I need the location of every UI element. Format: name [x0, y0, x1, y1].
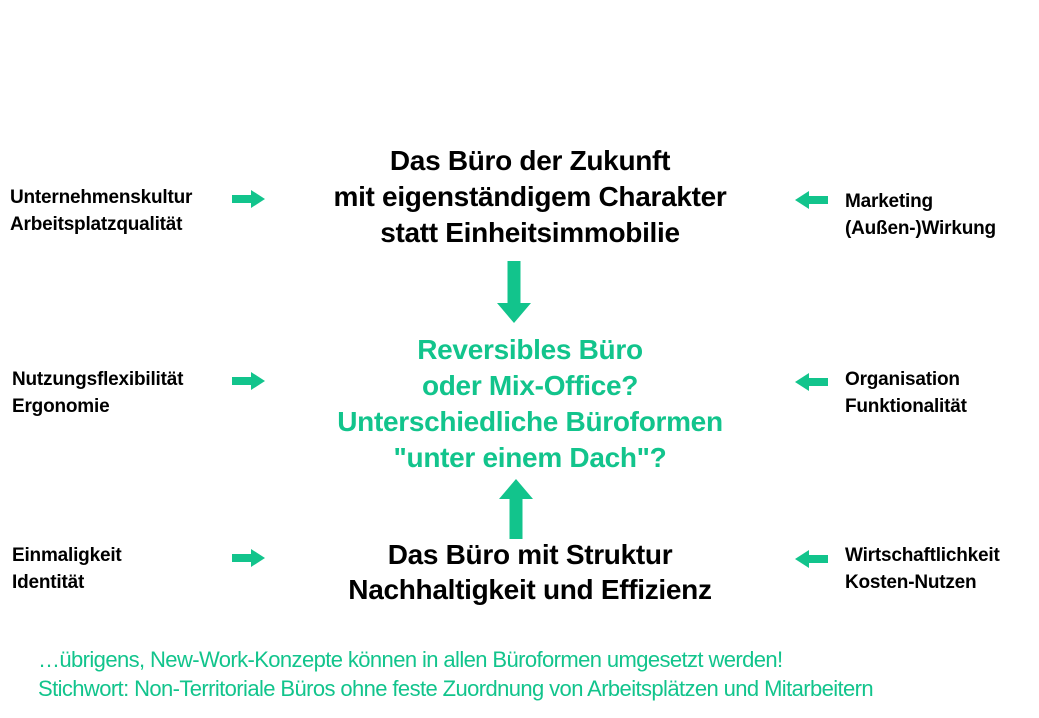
arrow-right-icon — [232, 190, 265, 208]
top-right-factors-label: Marketing (Außen-)Wirkung — [845, 191, 996, 239]
middle-left-factors-label: Nutzungsflexibilität Ergonomie — [12, 369, 184, 417]
footer-note-line: …übrigens, New-Work-Konzepte können in a… — [38, 647, 783, 672]
top-title: Das Büro der Zukunft mit eigenständigem … — [250, 143, 810, 251]
top-title-line: Das Büro der Zukunft — [389, 145, 671, 176]
top-title-line: statt Einheitsimmobilie — [380, 217, 680, 248]
top-left-factors-label: Unternehmenskultur Arbeitsplatzqualität — [10, 187, 193, 235]
footer-note: …übrigens, New-Work-Konzepte können in a… — [38, 645, 874, 703]
arrow-up-icon — [499, 479, 533, 539]
bottom-title-line: Das Büro mit Struktur — [387, 539, 673, 570]
center-title-line: oder Mix-Office? — [421, 370, 639, 401]
arrow-right-icon — [232, 549, 265, 567]
arrow-left-icon — [795, 373, 828, 391]
center-title-line: Reversibles Büro — [417, 334, 643, 365]
middle-right-factors-label: Organisation Funktionalität — [845, 369, 967, 417]
top-title-line: mit eigenständigem Charakter — [333, 181, 727, 212]
center-title-line: "unter einem Dach"? — [393, 442, 667, 473]
center-title-line: Unterschiedliche Büroformen — [337, 406, 723, 437]
arrow-down-icon — [497, 261, 531, 323]
footer-note-line: Stichwort: Non-Territoriale Büros ohne f… — [38, 676, 874, 701]
arrow-right-icon — [232, 372, 265, 390]
bottom-right-factors-label: Wirtschaftlichkeit Kosten-Nutzen — [845, 545, 1000, 593]
arrow-left-icon — [795, 191, 828, 209]
bottom-title: Das Büro mit Struktur Nachhaltigkeit und… — [250, 537, 810, 607]
center-question-title: Reversibles Büro oder Mix-Office? Unters… — [250, 332, 810, 476]
bottom-title-line: Nachhaltigkeit und Effizienz — [348, 574, 712, 605]
arrow-left-icon — [795, 550, 828, 568]
bottom-left-factors-label: Einmaligkeit Identität — [12, 545, 122, 593]
